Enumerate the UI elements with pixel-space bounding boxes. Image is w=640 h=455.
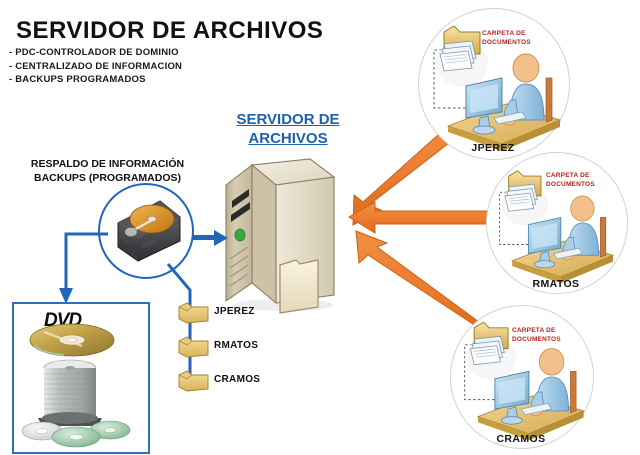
dashed-link-line (433, 49, 470, 109)
keyboard-icon (493, 111, 527, 125)
list-item[interactable]: CRAMOS (178, 370, 288, 392)
server-title-line-1: SERVIDOR DE (236, 111, 340, 128)
orange-arrow-icon (355, 230, 489, 335)
dashed-link-line (464, 344, 499, 401)
monitor-icon (527, 216, 562, 269)
keyboard-icon (553, 247, 583, 260)
keyboard-icon (520, 402, 553, 416)
dashed-link-line (499, 191, 532, 245)
workstation-label: JPEREZ (471, 142, 515, 154)
server-tower-icon (222, 155, 352, 315)
feature-bullet-list: - PDC-CONTROLADOR DE DOMINIO - CENTRALIZ… (9, 46, 182, 87)
list-item-label: RMATOS (214, 340, 259, 351)
client-to-server-arrows (345, 112, 515, 347)
open-folder-documents-icon (501, 170, 549, 226)
server-folder-icon (279, 259, 319, 314)
folder-caption-line-1: CARPETA DE (512, 327, 556, 334)
disc-spindle-icon (38, 359, 102, 426)
shared-folder-list: JPEREZ RMATOS CRAMOS (178, 302, 288, 394)
workstation-rmatos[interactable]: CARPETA DE DOCUMENTOS RMATOS (478, 152, 640, 300)
page-title: SERVIDOR DE ARCHIVOS (16, 17, 324, 44)
folder-caption-line-1: CARPETA DE (482, 30, 526, 37)
bullet-item-2: - BACKUPS PROGRAMADOS (9, 74, 146, 85)
folder-caption-line-1: CARPETA DE (546, 172, 590, 179)
dvd-disc-icon (29, 323, 115, 357)
backup-heading-line-2: BACKUPS (PROGRAMADOS) (34, 172, 181, 184)
server-power-led (234, 228, 246, 242)
folder-icon (178, 302, 209, 324)
folder-caption: CARPETA DE DOCUMENTOS (546, 172, 595, 189)
folder-caption-line-2: DOCUMENTOS (546, 180, 595, 188)
backup-heading-line-1: RESPALDO DE INFORMACIÓN (30, 158, 185, 170)
workstation-jperez[interactable]: CARPETA DE DOCUMENTOS JPEREZ (410, 8, 590, 163)
open-folder-documents-icon (436, 25, 488, 87)
blue-arrow-icon (188, 228, 230, 248)
workstation-cramos[interactable]: CARPETA DE DOCUMENTOS CRAMOS (438, 305, 614, 453)
folder-caption-line-2: DOCUMENTOS (482, 38, 531, 46)
folder-caption: CARPETA DE DOCUMENTOS (482, 30, 531, 47)
list-item[interactable]: RMATOS (178, 336, 288, 358)
bullet-item-0: - PDC-CONTROLADOR DE DOMINIO (9, 47, 179, 58)
folder-icon (178, 370, 209, 392)
hard-disk-icon (98, 183, 194, 279)
server-title-line-2: ARCHIVOS (248, 130, 328, 147)
dvd-disc-icon (51, 426, 101, 448)
bullet-item-1: - CENTRALIZADO DE INFORMACION (9, 60, 183, 72)
folder-caption-line-2: DOCUMENTOS (512, 335, 561, 343)
blue-arrow-icon (50, 230, 110, 310)
backup-section-heading: RESPALDO DE INFORMACIÓN BACKUPS (PROGRAM… (10, 157, 205, 185)
monitor-icon (465, 77, 503, 135)
workstation-label: RMATOS (532, 278, 580, 290)
workstation-label: CRAMOS (496, 433, 546, 445)
list-item-label: CRAMOS (214, 374, 261, 385)
dvd-media-box: DVD (12, 302, 150, 454)
server-title: SERVIDOR DE ARCHIVOS (222, 110, 354, 148)
folder-caption: CARPETA DE DOCUMENTOS (512, 327, 561, 344)
list-item[interactable]: JPEREZ (178, 302, 288, 324)
monitor-icon (494, 370, 530, 425)
open-folder-documents-icon (466, 321, 516, 380)
folder-icon (178, 336, 209, 358)
list-item-label: JPEREZ (214, 306, 255, 317)
